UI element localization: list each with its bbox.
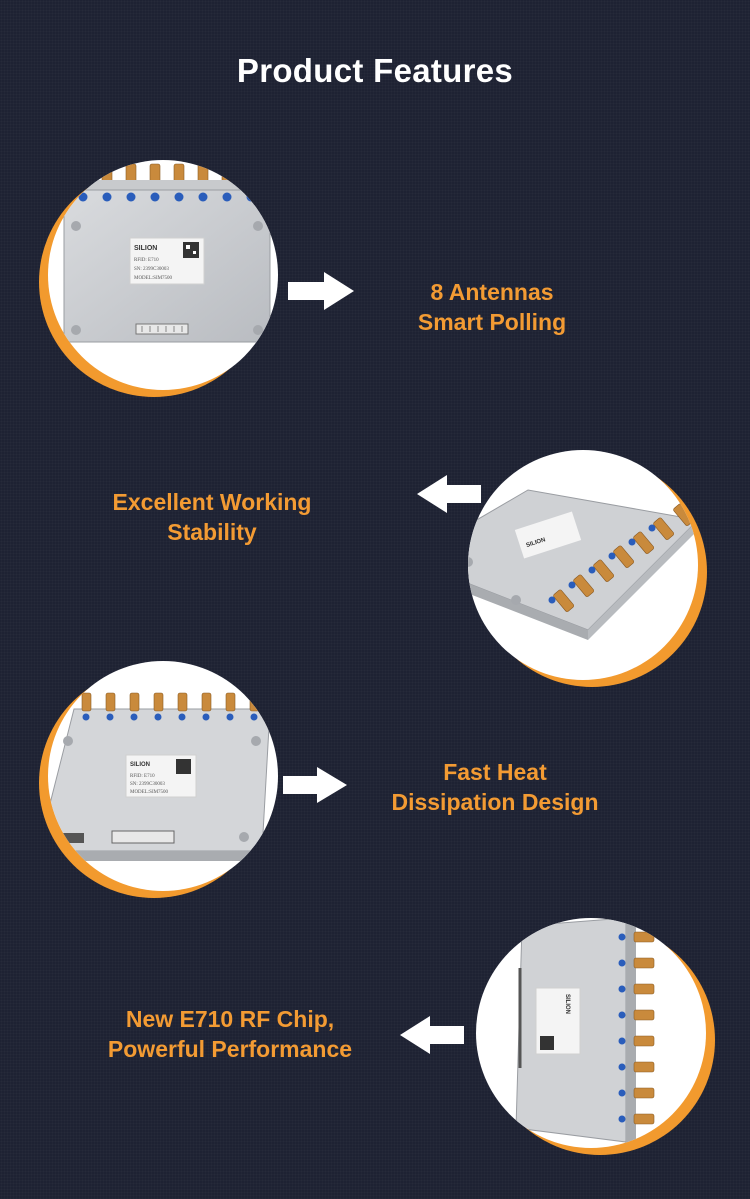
svg-text:MODEL:SIM7500: MODEL:SIM7500: [134, 276, 173, 281]
svg-text:RFID: E710: RFID: E710: [130, 774, 155, 779]
feature-line: Smart Polling: [417, 309, 567, 335]
product-image-circle: SILION: [468, 450, 698, 680]
rfid-module-angled-front-image: SILION RFID: E710 SN: 2399C30003 MODEL:S…: [48, 692, 271, 861]
feature-section-1: SILION RFID: E710 SN: 2399C30003 MODEL:S…: [0, 150, 750, 410]
rfid-module-vertical-image: SILION: [515, 918, 655, 1146]
feature-line: Excellent Working: [112, 489, 312, 515]
feature-line: Powerful Performance: [107, 1036, 353, 1062]
product-image-circle: SILION RFID: E710 SN: 2399C30003 MODEL:S…: [48, 661, 278, 891]
feature-text: Excellent Working Stability: [82, 487, 342, 547]
svg-text:SN: 2399C30003: SN: 2399C30003: [130, 782, 165, 787]
feature-text: Fast Heat Dissipation Design: [355, 757, 635, 817]
feature-section-3: SILION RFID: E710 SN: 2399C30003 MODEL:S…: [0, 655, 750, 915]
arrow-right-icon: [283, 767, 347, 803]
feature-text: 8 Antennas Smart Polling: [372, 277, 612, 337]
feature-section-4: New E710 RF Chip, Powerful Performance S…: [0, 910, 750, 1170]
page-title: Product Features: [236, 52, 514, 89]
arrow-right-icon: [288, 272, 354, 310]
svg-text:SILION: SILION: [130, 762, 150, 768]
feature-line: Dissipation Design: [391, 789, 599, 815]
svg-text:SN: 2399C30003: SN: 2399C30003: [134, 267, 169, 272]
svg-text:SILION: SILION: [564, 994, 570, 1014]
feature-text: New E710 RF Chip, Powerful Performance: [60, 1004, 400, 1064]
arrow-left-icon: [417, 475, 481, 513]
product-image-circle: SILION RFID: E710 SN: 2399C30003 MODEL:S…: [48, 160, 278, 390]
svg-text:SILION: SILION: [134, 245, 157, 252]
feature-line: 8 Antennas: [430, 279, 554, 305]
svg-text:SILION: SILION: [525, 537, 546, 549]
arrow-left-icon: [400, 1016, 464, 1054]
feature-section-2: Excellent Working Stability SILION: [0, 440, 750, 700]
feature-line: New E710 RF Chip,: [125, 1006, 335, 1032]
product-image-circle: SILION: [476, 918, 706, 1148]
rfid-module-angled-image: SILION: [468, 489, 698, 640]
svg-text:RFID: E710: RFID: E710: [134, 258, 159, 263]
svg-text:MODEL:SIM7500: MODEL:SIM7500: [130, 790, 169, 795]
rfid-module-front-image: SILION RFID: E710 SN: 2399C30003 MODEL:S…: [63, 163, 271, 343]
feature-line: Fast Heat: [443, 759, 547, 785]
feature-line: Stability: [167, 519, 257, 545]
